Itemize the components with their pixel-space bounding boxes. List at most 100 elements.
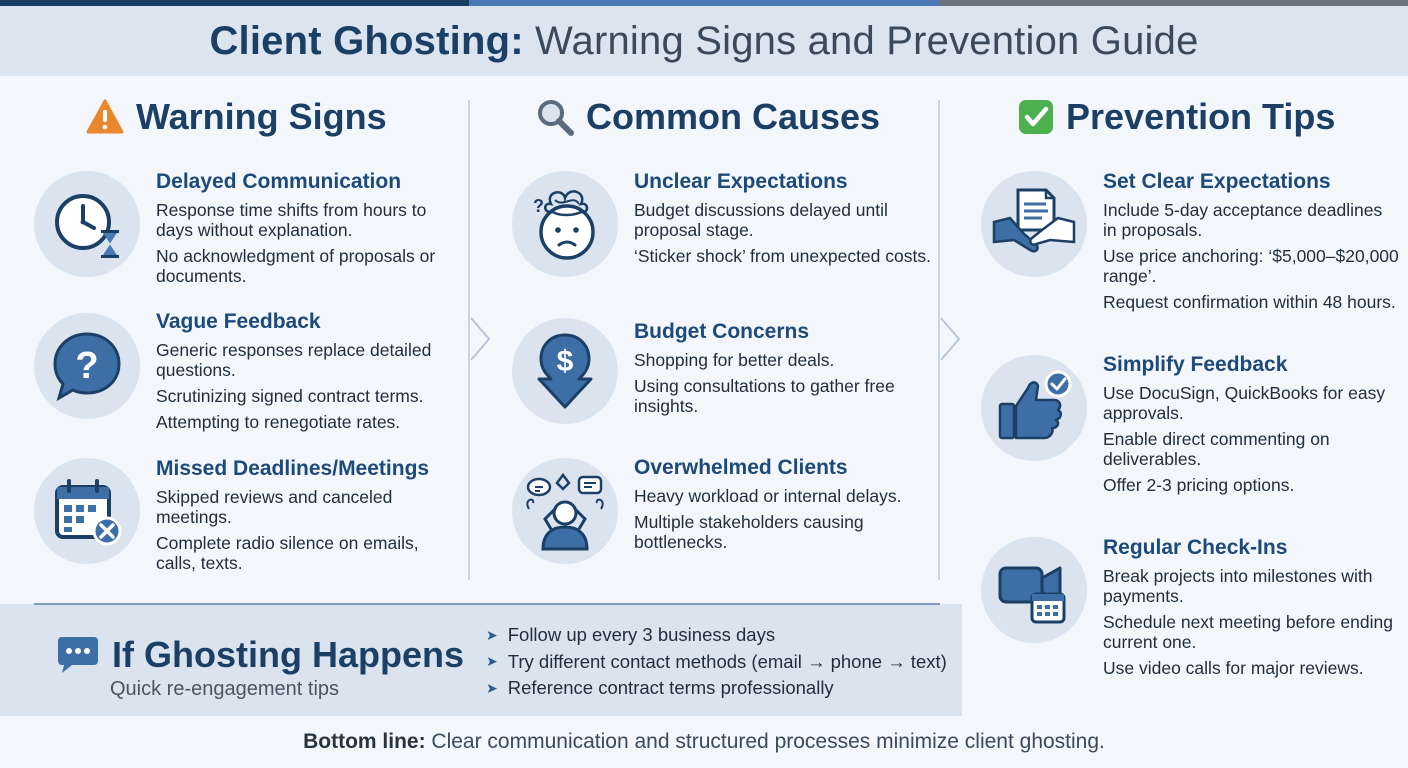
column-divider-1 [468, 100, 470, 580]
thumbs-up-icon [998, 370, 1072, 440]
item-text: Schedule next meeting before ending curr… [1103, 612, 1393, 652]
list-item: ➤ Follow up every 3 business days [486, 622, 947, 649]
item-icon-circle [981, 171, 1087, 277]
column-heading-text: Prevention Tips [1066, 96, 1336, 137]
arrow-right-icon: ➤ [486, 679, 498, 696]
item-text: Shopping for better deals. [634, 350, 835, 370]
chevron-right-icon [940, 317, 961, 361]
item-text: Using consultations to gather free insig… [634, 376, 895, 416]
item-missed-deadlines: Missed Deadlines/Meetings Skipped review… [156, 457, 456, 579]
item-text: Include 5-day acceptance deadlines in pr… [1103, 200, 1383, 240]
item-budget-concerns: Budget Concerns Shopping for better deal… [634, 320, 934, 422]
video-calendar-icon [998, 566, 1066, 624]
item-text: Break projects into milestones with paym… [1103, 566, 1373, 606]
item-title: Regular Check-Ins [1103, 536, 1288, 559]
item-text: No acknowledgment of proposals or docume… [156, 246, 436, 286]
item-delayed-communication: Delayed Communication Response time shif… [156, 170, 456, 292]
list-item: ➤ Reference contract terms professionally [486, 675, 947, 702]
question-bubble-icon: ? [53, 332, 121, 402]
item-text: Complete radio silence on emails, calls,… [156, 533, 419, 573]
magnifier-icon [538, 100, 574, 136]
svg-text:?: ? [75, 345, 98, 387]
svg-text:$: $ [557, 345, 574, 378]
clock-hourglass-icon [55, 194, 119, 258]
column-heading-common-causes: Common Causes [536, 96, 880, 138]
page-title-bold: Client Ghosting: [209, 18, 524, 63]
handshake-document-icon [992, 188, 1076, 253]
column-heading-text: Warning Signs [136, 96, 387, 137]
checkbox-icon [1019, 100, 1053, 134]
item-title: Simplify Feedback [1103, 353, 1288, 376]
arrow-right-icon: ➤ [486, 653, 498, 670]
ghosting-subtitle: Quick re-engagement tips [110, 678, 340, 700]
ghosting-heading: If Ghosting Happens [56, 634, 464, 676]
item-text: Use DocuSign, QuickBooks for easy approv… [1103, 383, 1386, 423]
item-icon-circle [981, 537, 1087, 643]
item-text: ‘Sticker shock’ from unexpected costs. [634, 246, 931, 266]
item-icon-circle [512, 458, 618, 564]
header-banner: Client Ghosting: Warning Signs and Preve… [0, 6, 1408, 76]
arrow-right-icon: ➤ [486, 626, 498, 643]
item-text: Use price anchoring: ‘$5,000–$20,000 ran… [1103, 246, 1399, 286]
item-vague-feedback: Vague Feedback Generic responses replace… [156, 310, 456, 438]
item-overwhelmed-clients: Overwhelmed Clients Heavy workload or in… [634, 456, 934, 558]
item-text: Response time shifts from hours to days … [156, 200, 427, 240]
item-icon-circle: $ [512, 318, 618, 424]
stripe-segment-2 [469, 0, 939, 6]
item-text: Budget discussions delayed until proposa… [634, 200, 888, 240]
item-title: Vague Feedback [156, 310, 321, 333]
column-heading-text: Common Causes [586, 96, 881, 137]
item-text: Skipped reviews and canceled meetings. [156, 487, 393, 527]
overwhelmed-person-icon [526, 472, 604, 551]
chevron-right-icon [470, 317, 491, 361]
item-text: Use video calls for major reviews. [1103, 658, 1364, 678]
item-title: Set Clear Expectations [1103, 170, 1331, 193]
tip-text: Reference contract terms professionally [507, 677, 834, 699]
item-title: Unclear Expectations [634, 170, 848, 193]
item-text: Enable direct commenting on deliverables… [1103, 429, 1330, 469]
item-title: Missed Deadlines/Meetings [156, 457, 430, 480]
bottom-line: Bottom line: Clear communication and str… [0, 730, 1408, 754]
item-icon-circle [981, 355, 1087, 461]
ghosting-tips-list: ➤ Follow up every 3 business days ➤ Try di… [486, 622, 947, 702]
ghosting-title: If Ghosting Happens [112, 634, 465, 675]
top-stripe [0, 0, 1408, 6]
item-text: Heavy workload or internal delays. [634, 486, 902, 506]
item-text: Generic responses replace detailed quest… [156, 340, 432, 380]
tip-text: Follow up every 3 business days [507, 624, 776, 646]
item-regular-check-ins: Regular Check-Ins Break projects into mi… [1103, 536, 1399, 684]
item-icon-circle: ? [512, 171, 618, 277]
item-text: Offer 2-3 pricing options. [1103, 475, 1295, 495]
item-text: Request confirmation within 48 hours. [1103, 292, 1396, 312]
column-heading-prevention-tips: Prevention Tips [1018, 96, 1335, 138]
item-unclear-expectations: Unclear Expectations Budget discussions … [634, 170, 934, 272]
column-divider-2 [938, 100, 940, 580]
item-title: Delayed Communication [156, 170, 402, 193]
bottom-line-text: Clear communication and structured proce… [425, 730, 1105, 753]
item-set-clear-expectations: Set Clear Expectations Include 5-day acc… [1103, 170, 1399, 318]
item-icon-circle: ? [34, 313, 140, 419]
page-title-rest: Warning Signs and Prevention Guide [523, 18, 1199, 63]
item-text: Multiple stakeholders causing bottleneck… [634, 512, 864, 552]
dollar-down-icon: $ [537, 333, 593, 409]
tip-text: Try different contact methods (email → p… [507, 650, 947, 672]
ghosting-panel-divider [34, 603, 940, 605]
chat-bubble-icon [58, 637, 98, 673]
item-title: Budget Concerns [634, 320, 810, 343]
item-icon-circle [34, 171, 140, 277]
stripe-segment-3 [938, 0, 1408, 6]
calendar-cancel-icon [55, 479, 122, 546]
ghosting-panel [0, 604, 962, 716]
svg-text:?: ? [533, 196, 544, 216]
list-item: ➤ Try different contact methods (email → … [486, 649, 947, 676]
warning-icon [86, 99, 124, 134]
confused-face-icon: ? [533, 190, 595, 260]
item-text: Attempting to renegotiate rates. [156, 412, 401, 432]
column-heading-warning-signs: Warning Signs [86, 96, 387, 138]
item-title: Overwhelmed Clients [634, 456, 848, 479]
page-title: Client Ghosting: Warning Signs and Preve… [209, 19, 1198, 64]
bottom-line-label: Bottom line: [303, 730, 426, 753]
item-text: Scrutinizing signed contract terms. [156, 386, 424, 406]
stripe-segment-1 [0, 0, 470, 6]
item-icon-circle [34, 458, 140, 564]
